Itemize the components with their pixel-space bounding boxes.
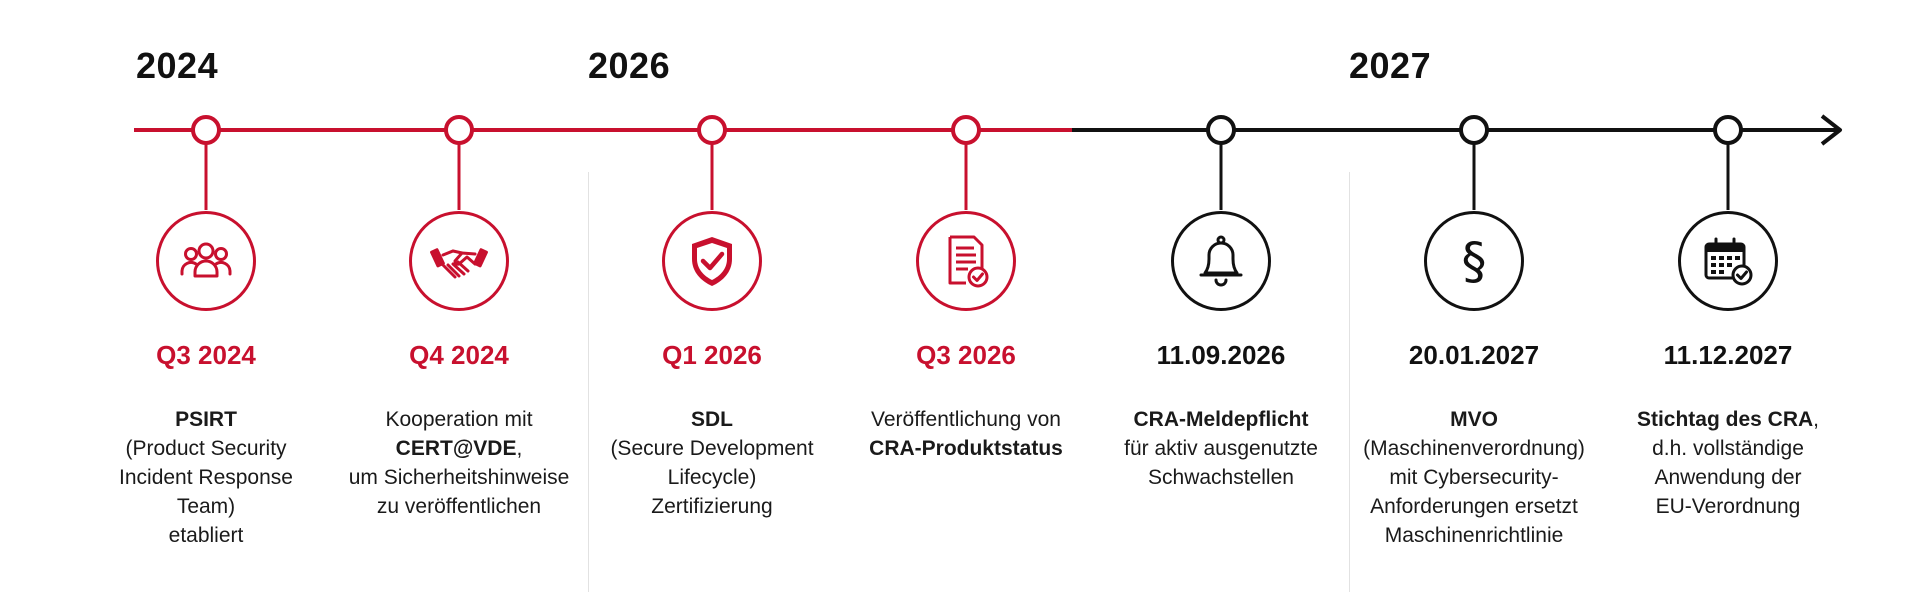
description-text: (Product Security (125, 437, 287, 460)
year-divider-2026 (588, 172, 589, 592)
year-label-2026: 2026 (588, 45, 671, 86)
description-line: CRA-Produktstatus (846, 434, 1086, 463)
milestone-marker (697, 115, 727, 145)
description-line: Anforderungen ersetzt (1354, 492, 1594, 521)
description-line: Zertifizierung (592, 492, 832, 521)
description-text: mit Cybersecurity- (1389, 466, 1559, 489)
description-punctuation: , (1813, 408, 1820, 431)
description-line: für aktiv ausgenutzte (1101, 434, 1341, 463)
milestone-description: MVO (Maschinenverordnung) mit Cybersecurit… (1354, 405, 1594, 550)
milestone-marker (1713, 115, 1743, 145)
description-line: mit Cybersecurity- (1354, 463, 1594, 492)
description-line: Schwachstellen (1101, 463, 1341, 492)
description-highlight: CERT@VDE (395, 437, 517, 460)
milestone-date: Q4 2024 (409, 340, 509, 370)
description-text: zu veröffentlichen (376, 495, 542, 518)
paragraph-icon: § (1462, 232, 1487, 290)
description-line: (Product Security (86, 434, 326, 463)
milestone-icon-circle: § (1424, 211, 1524, 311)
description-highlight: Stichtag des CRA (1636, 408, 1814, 431)
milestone-marker (444, 115, 474, 145)
milestone-icon-circle (409, 211, 509, 311)
year-label-2024: 2024 (136, 45, 219, 86)
description-text: Schwachstellen (1148, 466, 1294, 489)
shield-check-icon (692, 237, 732, 286)
milestone-marker (951, 115, 981, 145)
description-line: EU-Verordnung (1608, 492, 1848, 521)
description-highlight: CRA-Produktstatus (869, 437, 1063, 460)
description-line: CERT@VDE, (339, 434, 579, 463)
document-check-icon (948, 235, 989, 288)
description-line: zu veröffentlichen (339, 492, 579, 521)
milestone-marker (1459, 115, 1489, 145)
milestone-date: Q1 2026 (662, 340, 762, 370)
svg-text:§: § (1462, 232, 1487, 290)
description-text: Anwendung der (1654, 466, 1802, 489)
description-text: Maschinenrichtlinie (1384, 524, 1564, 547)
description-highlight: CRA-Meldepflicht (1133, 408, 1309, 431)
description-text: (Secure Development (610, 437, 814, 460)
description-text: Lifecycle) (667, 466, 757, 489)
description-text: etabliert (168, 524, 244, 547)
description-text: für aktiv ausgenutzte (1124, 437, 1318, 460)
calendar-check-icon (1704, 237, 1753, 286)
description-text: Anforderungen ersetzt (1370, 495, 1578, 518)
description-text: Zertifizierung (651, 495, 773, 518)
description-text: Incident Response (119, 466, 293, 489)
description-line: Maschinenrichtlinie (1354, 521, 1594, 550)
description-line: (Secure Development (592, 434, 832, 463)
team-icon (180, 242, 232, 278)
year-label-2027: 2027 (1349, 45, 1432, 86)
milestone-icon-circle (1678, 211, 1778, 311)
description-punctuation: , (516, 437, 523, 460)
bell-icon (1199, 235, 1243, 287)
milestone-icon-circle (662, 211, 762, 311)
description-line: Kooperation mit (339, 405, 579, 434)
description-line: Veröffentlichung von (846, 405, 1086, 434)
description-highlight: PSIRT (175, 408, 237, 431)
description-highlight: MVO (1450, 408, 1498, 431)
description-highlight: SDL (691, 408, 733, 431)
description-line: SDL (592, 405, 832, 434)
milestone-marker (191, 115, 221, 145)
description-text: Team) (176, 495, 236, 518)
milestone-date: Q3 2024 (156, 340, 256, 370)
description-text: d.h. vollständige (1652, 437, 1804, 460)
description-text: um Sicherheitshinweise (348, 466, 570, 489)
description-line: d.h. vollständige (1608, 434, 1848, 463)
description-line: Team) (86, 492, 326, 521)
timeline-arrow-head (1820, 114, 1842, 146)
description-text: (Maschinenverordnung) (1363, 437, 1585, 460)
description-line: PSIRT (86, 405, 326, 434)
milestone-date: 11.12.2027 (1663, 340, 1793, 370)
description-text: Veröffentlichung von (871, 408, 1061, 431)
description-text: EU-Verordnung (1655, 495, 1801, 518)
milestone-icon-circle (1171, 211, 1271, 311)
milestone-icon-circle (916, 211, 1016, 311)
description-line: MVO (1354, 405, 1594, 434)
milestone-marker (1206, 115, 1236, 145)
description-line: Anwendung der (1608, 463, 1848, 492)
description-line: etabliert (86, 521, 326, 550)
description-line: um Sicherheitshinweise (339, 463, 579, 492)
milestone-icon-circle (156, 211, 256, 311)
milestone-date: 20.01.2027 (1408, 340, 1540, 370)
description-line: Stichtag des CRA, (1608, 405, 1848, 434)
description-line: (Maschinenverordnung) (1354, 434, 1594, 463)
year-divider-2027 (1349, 172, 1350, 592)
description-line: Incident Response (86, 463, 326, 492)
milestone-date: 11.09.2026 (1156, 340, 1286, 370)
description-line: CRA-Meldepflicht (1101, 405, 1341, 434)
handshake-icon (430, 248, 488, 279)
description-text: Kooperation mit (385, 408, 533, 431)
milestone-date: Q3 2026 (916, 340, 1016, 370)
description-line: Lifecycle) (592, 463, 832, 492)
